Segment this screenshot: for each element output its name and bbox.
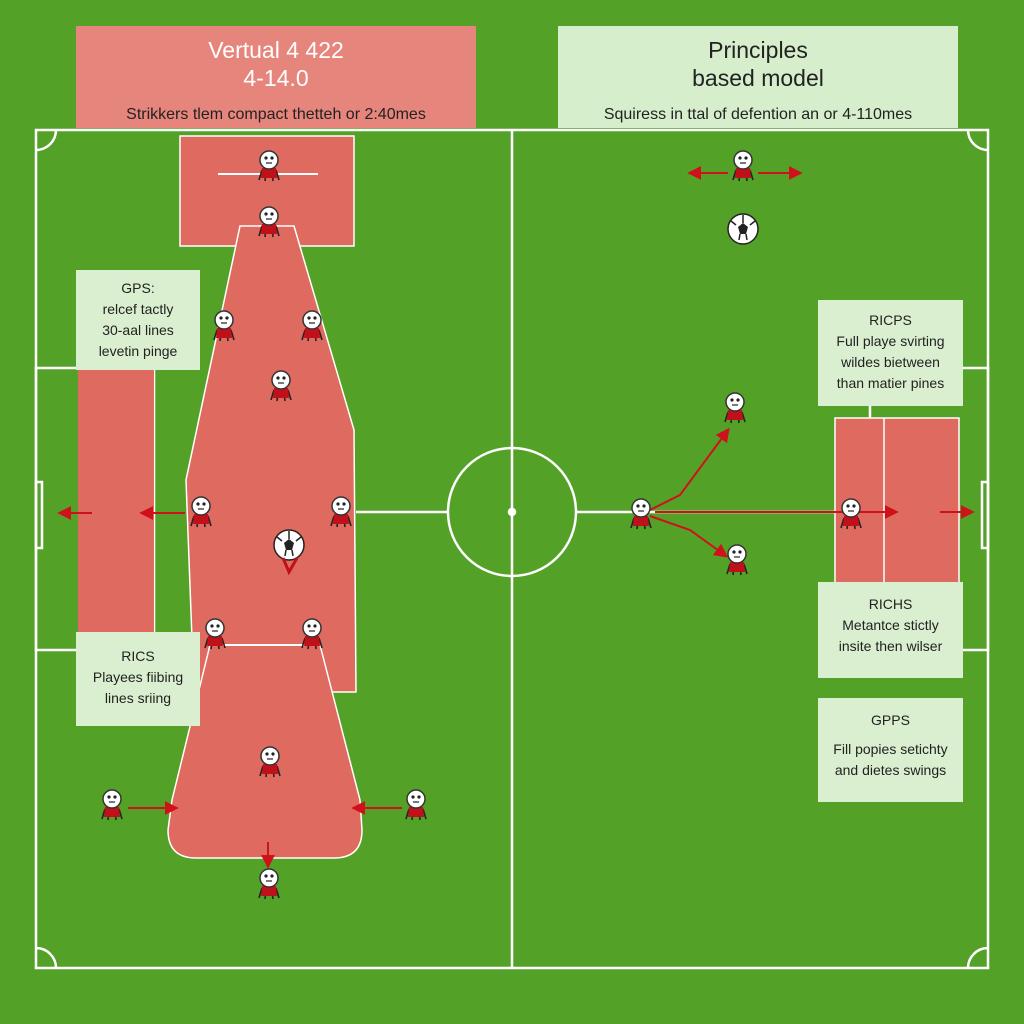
right-header-title-1: Principles [708,37,808,63]
ball-icon [273,529,305,561]
player-icon [204,618,226,650]
right-header-title-2: based model [692,65,824,91]
note-rics: RICS Playees fiibing lines sriing [76,632,200,726]
player-icon [724,392,746,424]
player-icon [726,544,748,576]
left-header-subtitle: Strikkers tlem compact thetteh or 2:40me… [126,106,426,123]
player-icon [190,496,212,528]
player-icon [840,498,862,530]
player-icon [101,789,123,821]
note-gps: GPS: relcef tactly 30-aal lines levetin … [76,270,200,370]
player-icon [630,498,652,530]
player-icon [270,370,292,402]
right-header: Principles based model Squiress in ttal … [558,26,958,128]
left-formation-zones [78,135,363,859]
player-icon [301,310,323,342]
player-icon [213,310,235,342]
player-icon [301,618,323,650]
note-gpps: GPPS Fill popies setichty and dietes swi… [818,698,963,802]
player-icon [258,150,280,182]
player-icon [258,206,280,238]
player-icon [732,150,754,182]
ball-icon [727,213,759,245]
left-header-title-1: Vertual 4 422 [208,37,344,63]
note-ricps: RICPS Full playe svirting wildes bietwee… [818,300,963,406]
player-icon [405,789,427,821]
player-icon [330,496,352,528]
player-icon [259,746,281,778]
left-header: Vertual 4 422 4-14.0 Strikkers tlem comp… [76,26,476,128]
right-header-subtitle: Squiress in ttal of defention an or 4-11… [603,106,913,123]
note-richs: RICHS Metantce stictly insite then wilse… [818,582,963,678]
player-icon [258,868,280,900]
left-header-title-2: 4-14.0 [243,65,309,91]
